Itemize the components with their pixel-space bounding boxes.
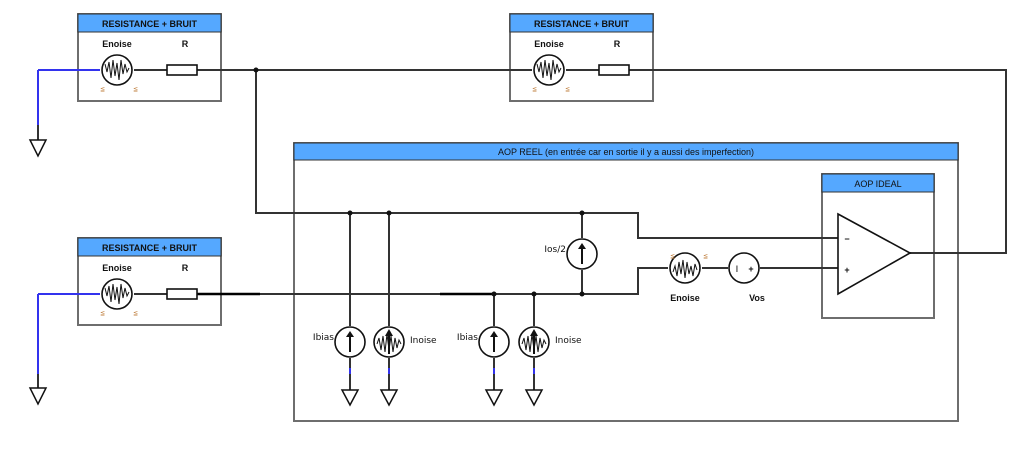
opamp-minus: − — [844, 234, 849, 244]
ground-icon — [524, 389, 544, 407]
res-block-top-left[interactable]: RESISTANCE + BRUIT Enoise R — [77, 13, 222, 102]
ios-label: Ios/2 — [544, 245, 566, 255]
enoise-source-icon[interactable]: ≦≦ — [669, 252, 708, 284]
resistor-label: R — [182, 39, 189, 49]
res-block-title: RESISTANCE + BRUIT — [102, 19, 198, 29]
resistor-icon[interactable] — [598, 64, 630, 76]
res-block-title: RESISTANCE + BRUIT — [534, 19, 630, 29]
noise-source-icon[interactable]: ≦≦ — [100, 278, 138, 317]
aop-reel-title: AOP REEL (en entrée car en sortie il y a… — [498, 147, 754, 157]
wire-inverting-rail — [255, 70, 838, 239]
inoise-current-source-icon[interactable] — [518, 326, 550, 358]
wire-noninverting-rail — [494, 267, 838, 295]
ground-icon — [379, 389, 399, 407]
enoise-label: Enoise — [534, 39, 564, 49]
svg-text:≦: ≦ — [100, 86, 105, 93]
inoise-label: Inoise — [555, 336, 582, 346]
svg-text:≦: ≦ — [133, 310, 138, 317]
res-block-top-right[interactable]: RESISTANCE + BRUIT Enoise R — [509, 13, 654, 102]
vos-minus: I — [736, 265, 739, 275]
ground-wire-bottom — [37, 293, 100, 374]
ground-wire-top — [37, 69, 100, 125]
ibias-label: Ibias — [313, 333, 334, 343]
svg-text:≦: ≦ — [532, 86, 537, 93]
resistor-label: R — [182, 263, 189, 273]
svg-text:≦: ≦ — [703, 253, 708, 260]
inoise-current-source-icon[interactable] — [373, 326, 405, 358]
svg-text:≦: ≦ — [133, 86, 138, 93]
noise-source-icon[interactable]: ≦≦ — [532, 54, 570, 93]
opamp-plus: + — [844, 265, 849, 275]
inoise-label: Inoise — [410, 336, 437, 346]
resistor-icon[interactable] — [166, 64, 198, 76]
svg-text:≦: ≦ — [670, 253, 675, 260]
vos-plus: + — [748, 264, 753, 274]
aop-ideal-title: AOP IDEAL — [854, 179, 901, 189]
wires — [37, 69, 1007, 390]
vos-label: Vos — [749, 293, 765, 303]
ibias-current-source-icon[interactable] — [334, 326, 366, 358]
noise-source-icon[interactable]: ≦≦ — [100, 54, 138, 93]
wire-feedback — [510, 69, 1007, 254]
ground-icon — [484, 389, 504, 407]
ibias-label: Ibias — [457, 333, 478, 343]
ground-icon — [340, 389, 360, 407]
res-block-bottom-left[interactable]: RESISTANCE + BRUIT Enoise R — [77, 237, 222, 326]
resistor-label: R — [614, 39, 621, 49]
opamp-icon[interactable]: − + — [837, 212, 912, 296]
junctions — [253, 67, 585, 297]
ibias-current-source-icon[interactable] — [478, 326, 510, 358]
resistor-icon[interactable] — [166, 288, 198, 300]
svg-text:≦: ≦ — [565, 86, 570, 93]
enoise-label: Enoise — [102, 39, 132, 49]
ground-icon — [28, 387, 48, 406]
enoise-label: Enoise — [102, 263, 132, 273]
ground-icon — [28, 139, 48, 158]
res-block-title: RESISTANCE + BRUIT — [102, 243, 198, 253]
svg-text:≦: ≦ — [100, 310, 105, 317]
enoise-label: Enoise — [670, 293, 700, 303]
vos-source-icon[interactable]: I + — [728, 252, 760, 284]
ios-current-source-icon[interactable] — [566, 238, 598, 270]
